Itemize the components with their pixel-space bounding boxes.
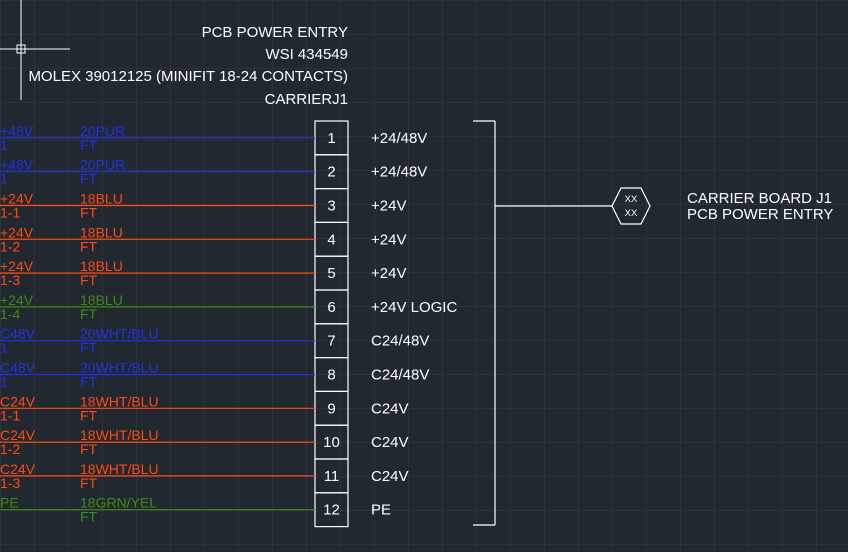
- wire-signal-name: +24V: [0, 224, 34, 240]
- pin-number: 12: [323, 502, 340, 519]
- wire-termination: FT: [80, 272, 98, 288]
- wire-signal-name: +48V: [0, 157, 34, 173]
- pin-number: 2: [327, 164, 335, 181]
- reference-tag-bottom: XX: [625, 208, 638, 219]
- pin-function-label: C24V: [371, 400, 409, 417]
- wire-signal-index: 1-1: [0, 407, 20, 423]
- wire-signal-index: 1-2: [0, 238, 20, 254]
- wire-signal-name: C48V: [0, 326, 36, 342]
- destination-label-line2: PCB POWER ENTRY: [687, 206, 833, 223]
- wire-gauge-color: 20PUR: [80, 123, 125, 139]
- header-connector-model: MOLEX 39012125 (MINIFIT 18-24 CONTACTS): [28, 68, 348, 85]
- pin-number: 1: [327, 130, 335, 147]
- wire-signal-index: 1-2: [0, 441, 20, 457]
- pin-function-label: C24V: [371, 468, 409, 485]
- wire-signal-name: +24V: [0, 292, 34, 308]
- wire-termination: FT: [80, 374, 98, 390]
- wire-termination: FT: [80, 441, 98, 457]
- pin-function-label: PE: [371, 502, 391, 519]
- wire-signal-index: 1: [0, 171, 8, 187]
- wire-gauge-color: 20PUR: [80, 157, 125, 173]
- wire-gauge-color: 18WHT/BLU: [80, 427, 159, 443]
- header-title: PCB POWER ENTRY: [202, 24, 348, 41]
- crosshair-cursor-icon: [0, 0, 70, 100]
- wire-signal-index: 1: [0, 137, 8, 153]
- pin-function-label: C24/48V: [371, 333, 429, 350]
- wire-termination: FT: [80, 340, 98, 356]
- pin-function-label: C24/48V: [371, 367, 429, 384]
- wire-signal-name: C24V: [0, 461, 36, 477]
- wire-termination: FT: [80, 205, 98, 221]
- pin-function-label: C24V: [371, 434, 409, 451]
- cross-reference-tag[interactable]: XX XX: [611, 187, 651, 225]
- wire-signal-name: +24V: [0, 258, 34, 274]
- wire-signal-index: 1: [0, 340, 8, 356]
- pin-function-label: +24V: [371, 265, 406, 282]
- wire-signal-index: 1-3: [0, 272, 20, 288]
- wire-signal-index: 1-3: [0, 475, 20, 491]
- wire-termination: FT: [80, 171, 98, 187]
- connector-pin-table: 1+24/48V+48V120PURFT2+24/48V+48V120PURFT…: [0, 120, 457, 528]
- reference-tag-top: XX: [625, 194, 638, 205]
- wire-signal-name: C24V: [0, 393, 36, 409]
- wire-signal-name: +48V: [0, 123, 34, 139]
- pin-number: 9: [327, 400, 335, 417]
- pin-function-label: +24/48V: [371, 164, 427, 181]
- pin-function-label: +24/48V: [371, 130, 427, 147]
- wire-signal-name: C48V: [0, 360, 36, 376]
- wire-signal-index: 1-4: [0, 306, 20, 322]
- pin-function-label: +24V: [371, 198, 406, 215]
- wire-termination: FT: [80, 238, 98, 254]
- wire-signal-name: C24V: [0, 427, 36, 443]
- wire-gauge-color: 18BLU: [80, 191, 123, 207]
- wire-gauge-color: 20WHT/BLU: [80, 326, 159, 342]
- pin-function-label: +24V LOGIC: [371, 299, 457, 316]
- pin-number: 3: [327, 198, 335, 215]
- pin-number: 8: [327, 367, 335, 384]
- wire-gauge-color: 18WHT/BLU: [80, 393, 159, 409]
- header-connector-ref: CARRIERJ1: [265, 91, 348, 108]
- pin-number: 4: [327, 231, 335, 248]
- wire-termination: FT: [80, 407, 98, 423]
- pin-number: 7: [327, 333, 335, 350]
- wire-gauge-color: 18GRN/YEL: [80, 495, 157, 511]
- pin-number: 11: [324, 468, 340, 485]
- pin-function-label: +24V: [371, 231, 406, 248]
- wire-signal-index: 1-1: [0, 205, 20, 221]
- wire-gauge-color: 18BLU: [80, 224, 123, 240]
- wire-signal-name: PE: [0, 495, 19, 511]
- destination-label-line1: CARRIER BOARD J1: [687, 190, 832, 207]
- wire-gauge-color: 18BLU: [80, 258, 123, 274]
- wire-gauge-color: 20WHT/BLU: [80, 360, 159, 376]
- connector-bracket: [473, 120, 612, 526]
- header-part-number: WSI 434549: [265, 46, 348, 63]
- pin-number: 10: [323, 434, 340, 451]
- wire-signal-name: +24V: [0, 191, 34, 207]
- pin-number: 5: [327, 265, 335, 282]
- wire-termination: FT: [80, 306, 98, 322]
- wire-termination: FT: [80, 509, 98, 525]
- wire-gauge-color: 18WHT/BLU: [80, 461, 159, 477]
- wire-signal-index: 1: [0, 374, 8, 390]
- pin-number: 6: [327, 299, 335, 316]
- wire-termination: FT: [80, 475, 98, 491]
- wire-termination: FT: [80, 137, 98, 153]
- wire-gauge-color: 18BLU: [80, 292, 123, 308]
